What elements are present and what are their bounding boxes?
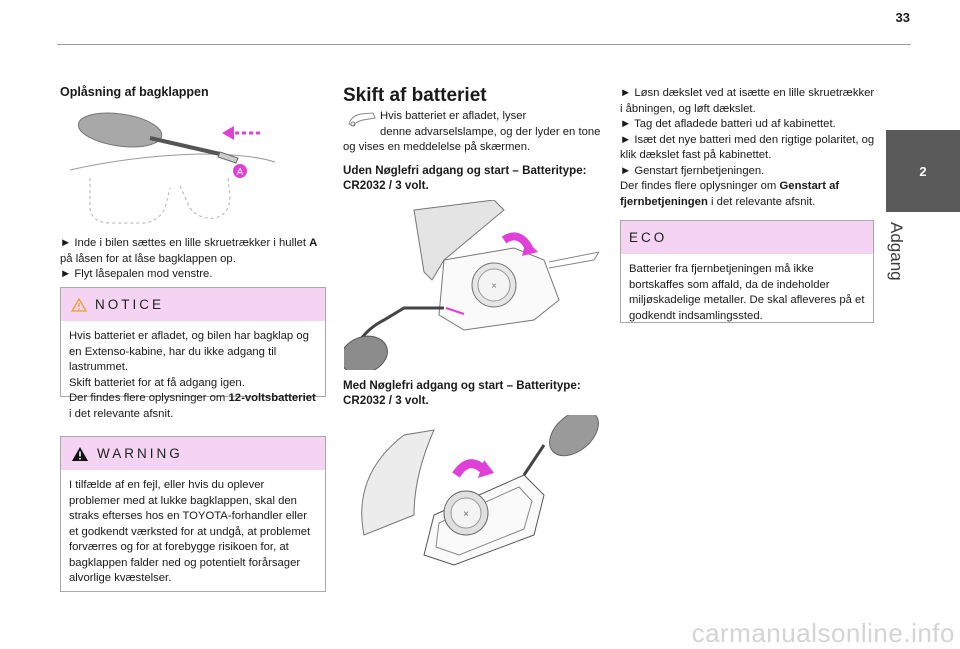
sub-heading-keyless-wrap: Med Nøglefri adgang og start – Batterity… bbox=[343, 378, 601, 408]
step-1-rest: på låsen for at låse bagklappen op. bbox=[60, 252, 236, 265]
battery-intro: Hvis batteriet er afladet, lyser denne a… bbox=[343, 109, 601, 193]
key-fob-illustration-1: × bbox=[344, 200, 600, 370]
battery-intro-line-1: Hvis batteriet er afladet, lyser bbox=[380, 110, 527, 122]
warning-triangle-icon bbox=[72, 446, 88, 461]
notice-line-1: Hvis batteriet er afladet, og bilen har … bbox=[69, 330, 309, 373]
step-1-bold: A bbox=[309, 237, 318, 249]
notice-box: NOTICE Hvis batteriet er afladet, og bil… bbox=[60, 287, 326, 420]
tailgate-steps: ► Inde i bilen sættes en lille skruetræk… bbox=[60, 236, 325, 283]
middle-column: Skift af batteriet bbox=[343, 85, 605, 107]
more-info-text: Der findes flere oplysninger om bbox=[620, 180, 777, 192]
more-info-rest: i det relevante afsnit. bbox=[711, 195, 816, 208]
notice-label: NOTICE bbox=[95, 297, 165, 312]
warning-text: I tilfælde af en fejl, eller hvis du opl… bbox=[69, 479, 311, 584]
right-step-3: ► Isæt det nye batteri med den rigtige p… bbox=[620, 133, 875, 162]
right-step-4: ► Genstart fjernbetjeningen. bbox=[620, 164, 765, 177]
step-2-text: ► Flyt låsepalen mod venstre. bbox=[60, 268, 213, 280]
step-1-text: ► Inde i bilen sættes en lille skruetræk… bbox=[60, 237, 307, 249]
notice-line-3: Der findes flere oplysninger om bbox=[69, 392, 226, 404]
left-column: Oplåsning af bagklappen bbox=[60, 60, 325, 100]
chapter-label: Adgang bbox=[880, 214, 920, 294]
sub-heading-keyless: Med Nøglefri adgang og start – Batterity… bbox=[343, 379, 581, 407]
warning-box: WARNING I tilfælde af en fejl, eller hvi… bbox=[60, 436, 326, 592]
arrow-left-icon bbox=[222, 126, 260, 140]
svg-text:×: × bbox=[463, 509, 469, 520]
label-a-marker: A bbox=[237, 167, 244, 178]
eco-body: Batterier fra fjernbetjeningen må ikke b… bbox=[621, 254, 873, 332]
notice-line-3-rest: i det relevante afsnit. bbox=[69, 407, 174, 420]
eco-header: ECO bbox=[621, 221, 873, 254]
eco-text: Batterier fra fjernbetjeningen må ikke b… bbox=[629, 263, 865, 322]
battery-warning-lamp-icon bbox=[348, 112, 376, 127]
sub-heading-no-keyless: Uden Nøglefri adgang og start – Batterit… bbox=[343, 163, 587, 192]
battery-heading: Skift af batteriet bbox=[343, 85, 487, 106]
notice-header: NOTICE bbox=[61, 288, 325, 321]
notice-line-2: Skift batteriet for at få adgang igen. bbox=[69, 376, 245, 389]
warning-body: I tilfælde af en fejl, eller hvis du opl… bbox=[61, 470, 325, 595]
tailgate-lock-illustration: A bbox=[70, 112, 276, 224]
tailgate-heading: Oplåsning af bagklappen bbox=[60, 85, 209, 99]
right-step-1: ► Løsn dækslet ved at isætte en lille sk… bbox=[620, 87, 875, 115]
battery-intro-line-2: denne advarselslampe, og der lyder en to… bbox=[343, 125, 601, 154]
key-fob-illustration-2: × bbox=[361, 415, 599, 566]
notice-line-3-bold: 12-voltsbatteriet bbox=[228, 392, 316, 404]
chapter-tab-number: 2 bbox=[919, 163, 927, 179]
chapter-label-text: Adgang bbox=[887, 222, 906, 281]
eco-box: ECO Batterier fra fjernbetjeningen må ik… bbox=[620, 220, 874, 323]
warning-label: WARNING bbox=[97, 446, 183, 461]
right-column-steps: ► Løsn dækslet ved at isætte en lille sk… bbox=[620, 86, 876, 210]
page-number: 33 bbox=[895, 10, 910, 25]
top-rule bbox=[57, 44, 911, 45]
eco-label: ECO bbox=[629, 230, 668, 245]
svg-text:×: × bbox=[491, 281, 497, 292]
notice-triangle-icon bbox=[71, 297, 87, 312]
watermark: carmanualsonline.info bbox=[691, 618, 955, 648]
notice-body: Hvis batteriet er afladet, og bilen har … bbox=[61, 321, 325, 430]
warning-header: WARNING bbox=[61, 437, 325, 470]
more-info-bold: Genstart af fjernbetjeningen bbox=[620, 180, 840, 208]
chapter-tab[interactable]: 2 bbox=[886, 130, 960, 212]
right-step-2: ► Tag det afladede batteri ud af kabinet… bbox=[620, 118, 836, 130]
